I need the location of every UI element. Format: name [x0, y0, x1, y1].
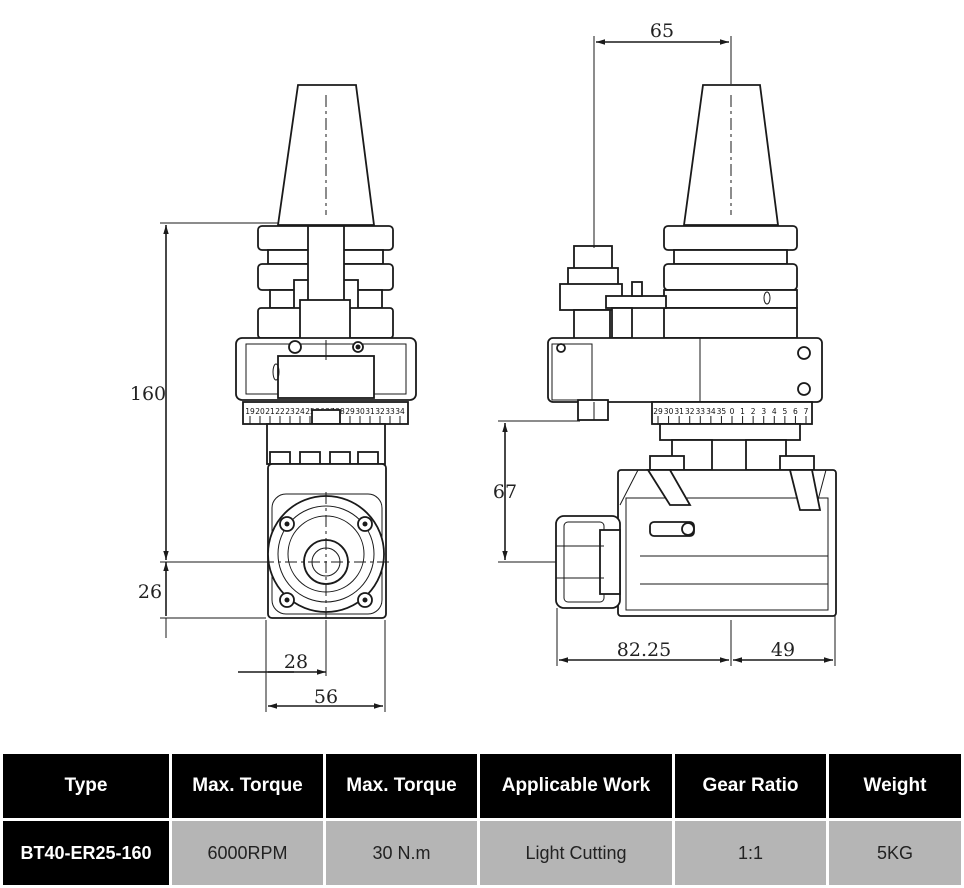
dim-82-25: 82.25 — [617, 639, 671, 661]
header-max-torque: Max. Torque — [323, 751, 480, 821]
left-scale-tick-label: 33 — [385, 407, 395, 416]
left-scale-tick-label: 23 — [285, 407, 295, 416]
dim-26: 26 — [138, 581, 162, 603]
left-scale-tick-label: 32 — [375, 407, 385, 416]
front-view: 19202122232425262728293031323334 — [235, 84, 417, 640]
left-scale-tick-label: 22 — [275, 407, 285, 416]
right-scale-tick-label: 4 — [772, 407, 777, 416]
side-dimensions: 65 67 82.25 49 — [493, 20, 836, 666]
right-scale-tick-label: 32 — [685, 407, 695, 416]
left-scale-tick-label: 31 — [365, 407, 375, 416]
table-row: BT40-ER25-160 6000RPM 30 N.m Light Cutti… — [0, 818, 964, 888]
front-dimensions: 160 26 28 56 — [130, 222, 386, 712]
header-type: Type — [0, 751, 172, 821]
left-scale-tick-label: 25 — [305, 407, 315, 416]
right-scale-tick-label: 1 — [740, 407, 745, 416]
right-scale-tick-label: 33 — [696, 407, 706, 416]
right-scale-tick-label: 31 — [674, 407, 684, 416]
right-scale-tick-label: 34 — [706, 407, 716, 416]
header-gear-ratio: Gear Ratio — [672, 751, 829, 821]
right-scale-tick-label: 5 — [782, 407, 787, 416]
left-scale-tick-label: 29 — [345, 407, 355, 416]
right-scale-tick-label: 35 — [717, 407, 727, 416]
cell-max-torque: 30 N.m — [323, 818, 480, 888]
right-scale-tick-label: 29 — [653, 407, 663, 416]
dim-49: 49 — [771, 639, 795, 661]
dim-160: 160 — [130, 383, 166, 405]
cell-applicable-work: Light Cutting — [477, 818, 675, 888]
header-applicable-work: Applicable Work — [477, 751, 675, 821]
dim-65: 65 — [650, 20, 674, 42]
left-scale-tick-label: 21 — [265, 407, 275, 416]
right-scale-tick-label: 30 — [664, 407, 674, 416]
cell-type: BT40-ER25-160 — [0, 818, 172, 888]
right-scale-tick-label: 7 — [804, 407, 809, 416]
left-scale-tick-label: 20 — [255, 407, 265, 416]
dim-67: 67 — [493, 481, 517, 503]
cell-weight: 5KG — [826, 818, 964, 888]
left-scale-tick-label: 30 — [355, 407, 365, 416]
left-scale-tick-label: 19 — [245, 407, 255, 416]
header-max-speed: Max. Torque — [169, 751, 326, 821]
spec-table: Type Max. Torque Max. Torque Applicable … — [0, 751, 964, 888]
left-scale-tick-label: 34 — [395, 407, 405, 416]
right-scale-tick-label: 0 — [730, 407, 735, 416]
left-scale-tick-label: 24 — [295, 407, 305, 416]
cell-gear-ratio: 1:1 — [672, 818, 829, 888]
dim-56: 56 — [314, 686, 338, 708]
right-scale-tick-label: 2 — [751, 407, 756, 416]
header-weight: Weight — [826, 751, 964, 821]
right-scale-tick-label: 6 — [793, 407, 798, 416]
cell-max-speed: 6000RPM — [169, 818, 326, 888]
table-header-row: Type Max. Torque Max. Torque Applicable … — [0, 751, 964, 821]
dim-28: 28 — [284, 651, 308, 673]
right-scale-tick-label: 3 — [761, 407, 766, 416]
technical-drawing: 19202122232425262728293031323334 160 26 — [130, 20, 837, 712]
